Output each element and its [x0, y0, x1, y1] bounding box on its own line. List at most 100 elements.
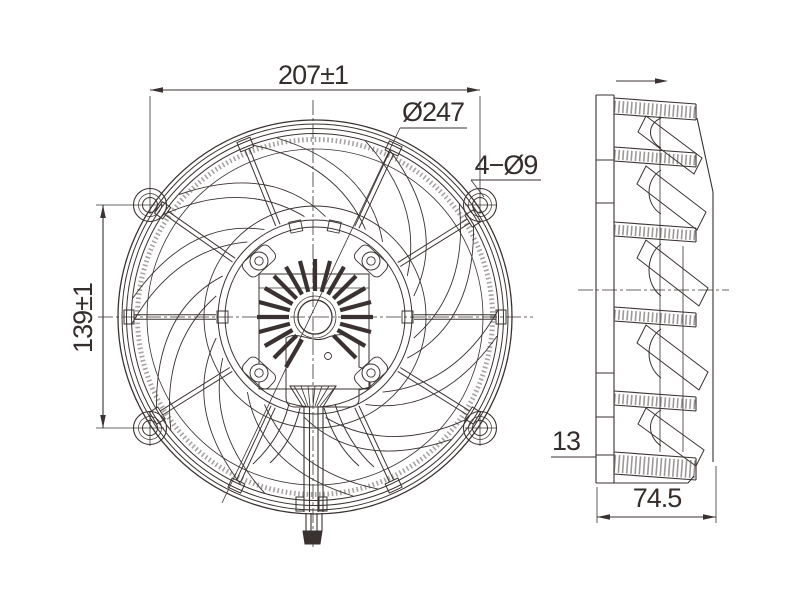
- dimension-labels: 207±1 Ø247 4−Ø9 139±1 13 74.5: [68, 60, 682, 513]
- drawing-line: [221, 127, 401, 504]
- fan-blade-edge: [246, 391, 354, 497]
- guard-spoke: [397, 370, 468, 416]
- drawing-line: [316, 385, 330, 407]
- guard-spoke: [354, 407, 390, 483]
- guard-spoke: [358, 405, 395, 481]
- fan-blade-edge: [365, 335, 498, 407]
- dim-holes-label: 4−Ø9: [475, 150, 538, 180]
- heatsink-fin: [326, 265, 346, 296]
- side-band: [613, 404, 697, 412]
- guard-spoke: [235, 405, 272, 481]
- side-band: [613, 390, 697, 398]
- side-band: [613, 221, 697, 229]
- heatsink-fin: [263, 286, 294, 306]
- drawing-line: [307, 385, 311, 407]
- guard-spoke: [399, 222, 470, 267]
- side-band: [613, 235, 697, 243]
- drawing-line: [314, 385, 323, 407]
- dim-depth-label: 74.5: [633, 483, 682, 513]
- ring-tab: [401, 310, 414, 324]
- dim-flange-label: 13: [552, 426, 580, 456]
- spoke-bracket: [123, 309, 135, 325]
- outline-path: [648, 328, 662, 379]
- outline-path: [252, 403, 290, 465]
- fan-blade-edge: [178, 182, 326, 217]
- dim-height-label: 139±1: [68, 283, 98, 353]
- heatsink-fin: [272, 274, 299, 301]
- outline-path: [636, 165, 707, 231]
- spoke-bracket: [384, 140, 403, 157]
- drawing-line: [312, 385, 316, 407]
- hub-screw-part: [366, 256, 376, 266]
- fan-blade-edge: [218, 357, 265, 494]
- detail-hole: [324, 352, 332, 360]
- ring-tab: [326, 219, 342, 234]
- drawing-line: [687, 475, 695, 484]
- guard-spoke: [162, 370, 233, 416]
- fan-blade-edge: [382, 310, 499, 393]
- side-band-hatch: [613, 454, 697, 479]
- fan-blade-edge: [163, 197, 305, 217]
- outline-path: [636, 239, 709, 307]
- fan-blade-edge: [389, 149, 427, 297]
- ring-tab: [288, 219, 304, 234]
- side-band: [613, 473, 697, 481]
- heatsink-fin: [272, 333, 299, 360]
- hub-screw-part: [254, 368, 264, 378]
- outline-path: [637, 115, 703, 175]
- spoke-bracket: [236, 136, 255, 153]
- heatsink-fin: [284, 265, 304, 296]
- hub-screw-part: [366, 368, 376, 378]
- side-band-hatch: [613, 393, 697, 410]
- heatsink-fin: [331, 274, 358, 301]
- heatsink-fin: [339, 321, 372, 335]
- hub-screw-part: [361, 363, 381, 383]
- side-band-hatch: [613, 100, 697, 119]
- guard-spoke: [244, 149, 277, 227]
- drawing-line: [696, 117, 714, 193]
- spoke-bracket: [153, 201, 172, 220]
- hub-screw-part: [361, 251, 381, 271]
- fan-blade-edge: [132, 227, 265, 299]
- fan-blade-edge: [252, 144, 366, 230]
- outline-path: [650, 117, 662, 149]
- side-band-hatch: [613, 309, 697, 326]
- dim-diameter-label: Ø247: [402, 97, 464, 127]
- dimension-arrowhead: [100, 205, 106, 218]
- fan-blade-edge: [413, 204, 462, 339]
- spoke-bracket: [384, 477, 403, 494]
- fan-blade-edge: [365, 140, 412, 277]
- hub-screw: [242, 356, 276, 390]
- drawing-line: [293, 385, 307, 407]
- heatsink-fin: [258, 299, 291, 313]
- side-band: [613, 146, 697, 154]
- outline-path: [648, 169, 662, 215]
- side-band: [613, 113, 697, 121]
- spoke-bracket: [148, 406, 166, 425]
- dimension-arrowhead: [467, 87, 480, 93]
- heatsink-fin: [258, 321, 291, 335]
- hub-screw-part: [254, 256, 264, 266]
- outline-path: [636, 324, 709, 391]
- outline-path: [334, 403, 375, 468]
- spoke-bracket: [495, 309, 507, 325]
- heatsink-fin: [319, 260, 333, 293]
- guard-spoke: [167, 210, 236, 259]
- outline-path: [269, 407, 301, 464]
- spoke-bracket: [227, 477, 246, 494]
- guard-spoke: [397, 218, 468, 264]
- side-band-hatch: [613, 149, 697, 166]
- fan-blade-edge: [156, 275, 223, 409]
- dimension-arrowhead: [597, 514, 610, 520]
- side-band: [613, 97, 697, 105]
- dimension-arrowhead: [703, 514, 716, 520]
- side-band: [613, 451, 697, 459]
- heatsink-fin: [263, 328, 294, 348]
- fan-blade-edge: [325, 417, 467, 437]
- outline-path: [318, 496, 328, 512]
- outline-path: [258, 273, 370, 390]
- outline-path: [323, 407, 360, 467]
- drawing-geometry: [96, 78, 729, 548]
